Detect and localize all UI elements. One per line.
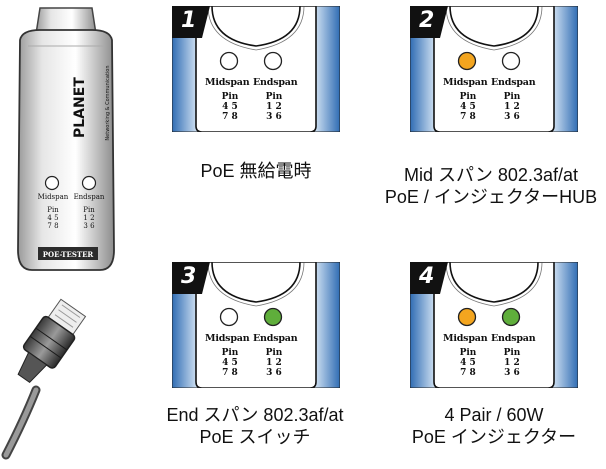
endspan-label: Endspan bbox=[491, 77, 536, 88]
pins-right-row-1: 1 2 bbox=[266, 358, 282, 368]
device-model-label: POE-TESTER bbox=[42, 250, 94, 259]
caption-panel-3: End スパン 802.3af/at PoE スイッチ bbox=[142, 404, 368, 448]
caption-line-1: Mid スパン 802.3af/at bbox=[404, 165, 578, 185]
pin-label-left: Pin bbox=[221, 92, 239, 102]
device-illustration bbox=[1, 7, 115, 460]
pins-left-row-1: 4 5 bbox=[222, 102, 238, 112]
device-led-label-midspan: Midspan bbox=[37, 193, 69, 201]
pin-label-left: Pin bbox=[459, 92, 477, 102]
midspan-label: Midspan bbox=[205, 333, 250, 344]
pins-right-row-2: 3 6 bbox=[266, 112, 282, 122]
caption-panel-4: 4 Pair / 60W PoE インジェクター bbox=[400, 404, 588, 448]
panel-1-midspan-led bbox=[219, 51, 239, 71]
pins-left-row-1: 4 5 bbox=[222, 358, 238, 368]
number-badge-1 bbox=[172, 6, 210, 38]
caption-line-2: PoE / インジェクターHUB bbox=[384, 187, 598, 207]
caption-line-1: End スパン 802.3af/at bbox=[166, 405, 344, 425]
pins-left-row-1: 4 5 bbox=[460, 358, 476, 368]
endspan-label: Endspan bbox=[253, 77, 298, 88]
panel-number: 1 bbox=[181, 8, 197, 33]
pin-label-right: Pin bbox=[503, 92, 521, 102]
pins-left-row-2: 7 8 bbox=[460, 368, 476, 378]
number-badge-3 bbox=[172, 262, 210, 294]
midspan-label: Midspan bbox=[443, 77, 488, 88]
device-pins-left-2: 7 8 bbox=[47, 222, 59, 230]
device-pins-right-1: 1 2 bbox=[83, 214, 95, 222]
panel-2-midspan-led bbox=[457, 51, 477, 71]
device-brand: PLANET bbox=[72, 77, 88, 138]
panel-number: 2 bbox=[419, 8, 435, 33]
panel-3-midspan-led bbox=[219, 307, 239, 327]
device-brand-sub: Networking & Communication bbox=[105, 65, 111, 141]
midspan-label: Midspan bbox=[443, 333, 488, 344]
pins-left-row-1: 4 5 bbox=[460, 102, 476, 112]
pins-left-row-2: 7 8 bbox=[222, 112, 238, 122]
pin-label-right: Pin bbox=[503, 348, 521, 358]
caption-line-2: PoE インジェクター bbox=[411, 427, 577, 447]
number-badge-2 bbox=[410, 6, 448, 38]
poe-tester-device: PLANET Networking & Communication Midspa… bbox=[0, 0, 130, 465]
device-pins-left-1: 4 5 bbox=[47, 214, 59, 222]
device-pin-label-right: Pin bbox=[83, 206, 95, 214]
pins-right-row-1: 1 2 bbox=[504, 102, 520, 112]
number-badge-4 bbox=[410, 262, 448, 294]
device-pin-label-left: Pin bbox=[47, 206, 59, 214]
pins-right-row-1: 1 2 bbox=[504, 358, 520, 368]
pin-label-right: Pin bbox=[265, 92, 283, 102]
pins-left-row-2: 7 8 bbox=[460, 112, 476, 122]
pins-left-row-2: 7 8 bbox=[222, 368, 238, 378]
panel-1-endspan-led bbox=[263, 51, 283, 71]
device-led-label-endspan: Endspan bbox=[73, 193, 105, 201]
panel-4-endspan-led bbox=[501, 307, 521, 327]
pins-right-row-1: 1 2 bbox=[266, 102, 282, 112]
panel-4-midspan-led bbox=[457, 307, 477, 327]
caption-panel-1: PoE 無給電時 bbox=[172, 160, 340, 182]
midspan-label: Midspan bbox=[205, 77, 250, 88]
pin-label-right: Pin bbox=[265, 348, 283, 358]
caption-panel-2: Mid スパン 802.3af/at PoE / インジェクターHUB bbox=[378, 164, 604, 208]
device-pins-right-2: 3 6 bbox=[83, 222, 95, 230]
panel-2-endspan-led bbox=[501, 51, 521, 71]
panel-3-endspan-led bbox=[263, 307, 283, 327]
pin-label-left: Pin bbox=[221, 348, 239, 358]
pin-label-left: Pin bbox=[459, 348, 477, 358]
panel-number: 4 bbox=[419, 264, 435, 289]
led-panel-3: 3 Midspan Endspan Pin Pin 4 5 7 8 1 2 3 … bbox=[172, 262, 340, 388]
endspan-label: Endspan bbox=[253, 333, 298, 344]
pins-right-row-2: 3 6 bbox=[504, 368, 520, 378]
led-panel-1: 1 Midspan Endspan Pin Pin 4 5 7 8 1 2 3 … bbox=[172, 6, 340, 132]
caption-line-1: PoE 無給電時 bbox=[200, 161, 312, 181]
pins-right-row-2: 3 6 bbox=[504, 112, 520, 122]
caption-line-2: PoE スイッチ bbox=[199, 427, 311, 447]
pins-right-row-2: 3 6 bbox=[266, 368, 282, 378]
led-panel-4: 4 Midspan Endspan Pin Pin 4 5 7 8 1 2 3 … bbox=[410, 262, 578, 388]
panel-number: 3 bbox=[181, 264, 197, 289]
endspan-label: Endspan bbox=[491, 333, 536, 344]
caption-line-1: 4 Pair / 60W bbox=[444, 405, 544, 425]
led-panel-2: 2 Midspan Endspan Pin Pin 4 5 7 8 1 2 3 … bbox=[410, 6, 578, 132]
